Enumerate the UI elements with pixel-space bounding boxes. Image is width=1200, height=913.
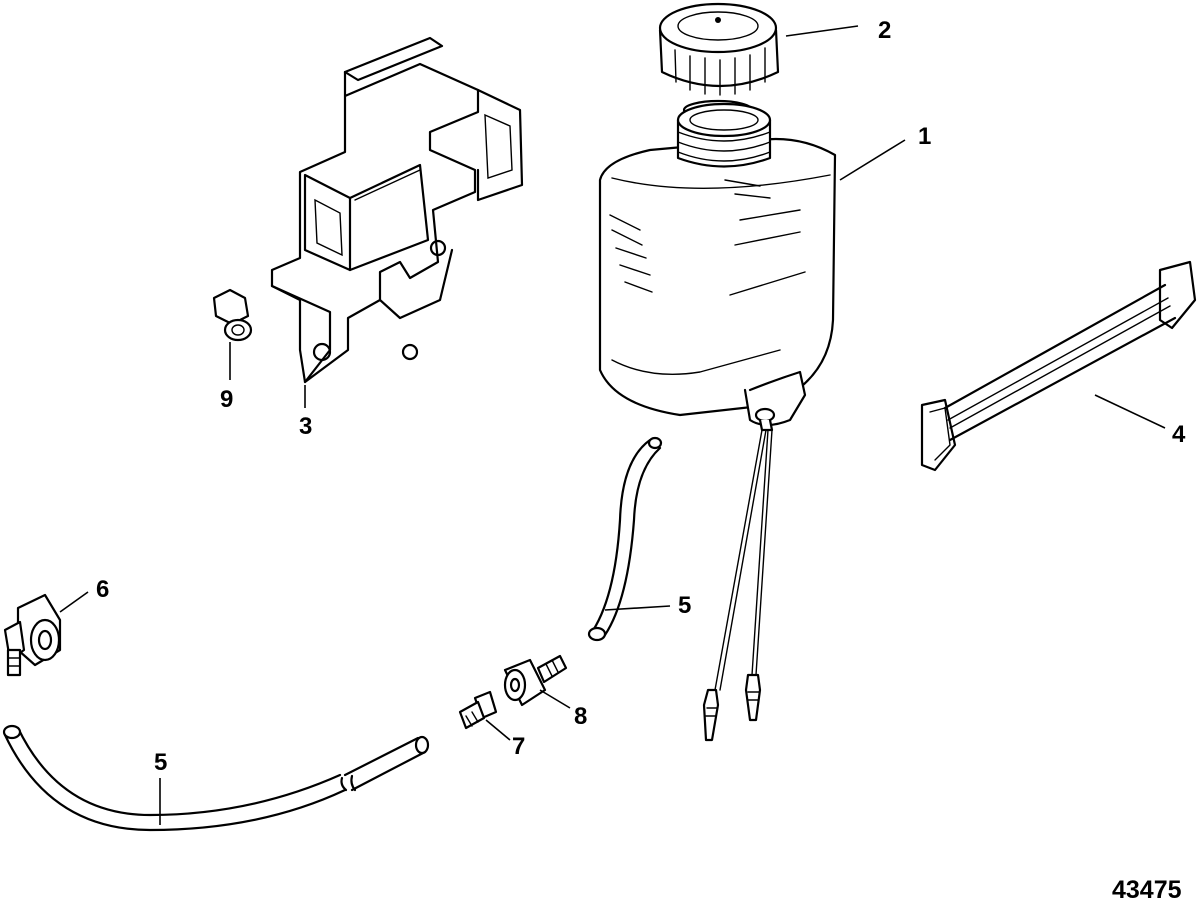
callout-3: 3 <box>299 413 312 440</box>
reservoir-tank <box>598 102 837 432</box>
barb-fitting <box>458 690 498 730</box>
leader-lines <box>59 25 1166 825</box>
callout-4: 4 <box>1172 421 1186 448</box>
sensor-leads <box>702 429 773 742</box>
quick-connector <box>503 654 568 707</box>
hose-upper <box>587 436 663 642</box>
retaining-strap <box>920 260 1197 472</box>
reservoir-cap <box>658 2 780 121</box>
callout-9: 9 <box>220 386 233 413</box>
callout-6: 6 <box>96 576 109 603</box>
callout-5-lower: 5 <box>154 749 167 776</box>
callout-1: 1 <box>918 123 931 150</box>
flange-nut <box>212 288 253 342</box>
elbow-fitting <box>3 593 62 677</box>
figure-number: 43475 <box>1112 876 1182 904</box>
callout-8: 8 <box>574 703 587 730</box>
callout-2: 2 <box>878 17 891 44</box>
hose-lower <box>2 724 430 832</box>
mounting-bracket <box>270 36 524 384</box>
callout-5-upper: 5 <box>678 592 691 619</box>
callout-7: 7 <box>512 733 525 760</box>
